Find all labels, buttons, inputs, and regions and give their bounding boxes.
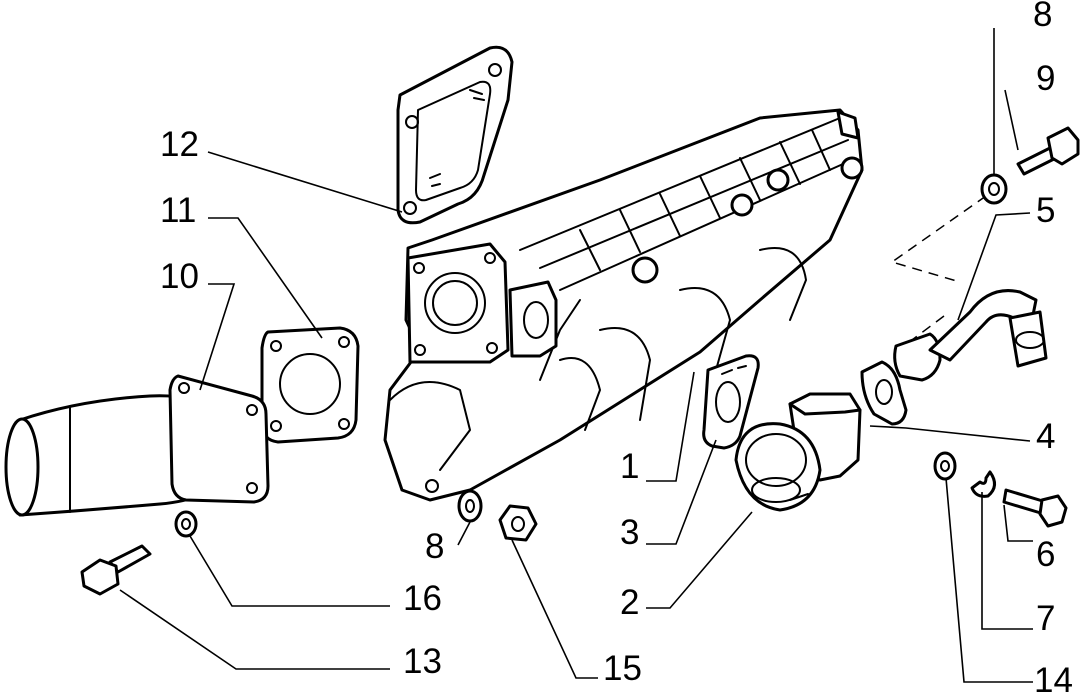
callout-12: 12 bbox=[160, 125, 199, 164]
part-14-washer bbox=[933, 451, 957, 481]
callouts: 8 9 5 12 11 10 4 1 8 3 6 16 2 7 13 15 14 bbox=[160, 0, 1073, 695]
part-3-gasket bbox=[702, 354, 760, 450]
callout-3: 3 bbox=[620, 513, 639, 552]
part-1-manifold bbox=[383, 108, 864, 502]
callout-16: 16 bbox=[403, 579, 442, 618]
part-10-elbow-pipe bbox=[4, 374, 270, 517]
part-6-bolt bbox=[1002, 488, 1068, 528]
part-11-gasket bbox=[260, 326, 360, 444]
part-8-washer-top bbox=[980, 173, 1008, 205]
callout-5: 5 bbox=[1036, 191, 1055, 230]
part-8-washer-center bbox=[457, 489, 483, 523]
callout-8-center: 8 bbox=[425, 527, 444, 566]
alignment-lines bbox=[890, 195, 987, 341]
callout-15: 15 bbox=[603, 649, 642, 688]
callout-10: 10 bbox=[160, 257, 199, 296]
part-2-egr-valve bbox=[734, 392, 862, 512]
leader-lines bbox=[119, 28, 1033, 683]
callout-11: 11 bbox=[160, 191, 196, 230]
part-13-bolt bbox=[80, 544, 152, 596]
callout-4: 4 bbox=[1036, 417, 1055, 456]
part-9-bolt bbox=[1016, 126, 1080, 176]
callout-9: 9 bbox=[1036, 59, 1055, 98]
callout-14: 14 bbox=[1034, 661, 1073, 695]
part-15-nut bbox=[498, 504, 538, 542]
part-12-gasket bbox=[396, 45, 514, 225]
callout-13: 13 bbox=[403, 642, 442, 681]
part-7-lock-washer bbox=[970, 470, 996, 498]
part-5-pipe bbox=[893, 289, 1048, 382]
callout-6: 6 bbox=[1036, 535, 1055, 574]
callout-8-top: 8 bbox=[1033, 0, 1052, 34]
callout-2: 2 bbox=[620, 583, 639, 622]
callout-1: 1 bbox=[620, 447, 639, 486]
part-4-gasket bbox=[860, 360, 908, 426]
callout-7: 7 bbox=[1036, 599, 1055, 638]
part-16-washer bbox=[174, 510, 198, 538]
